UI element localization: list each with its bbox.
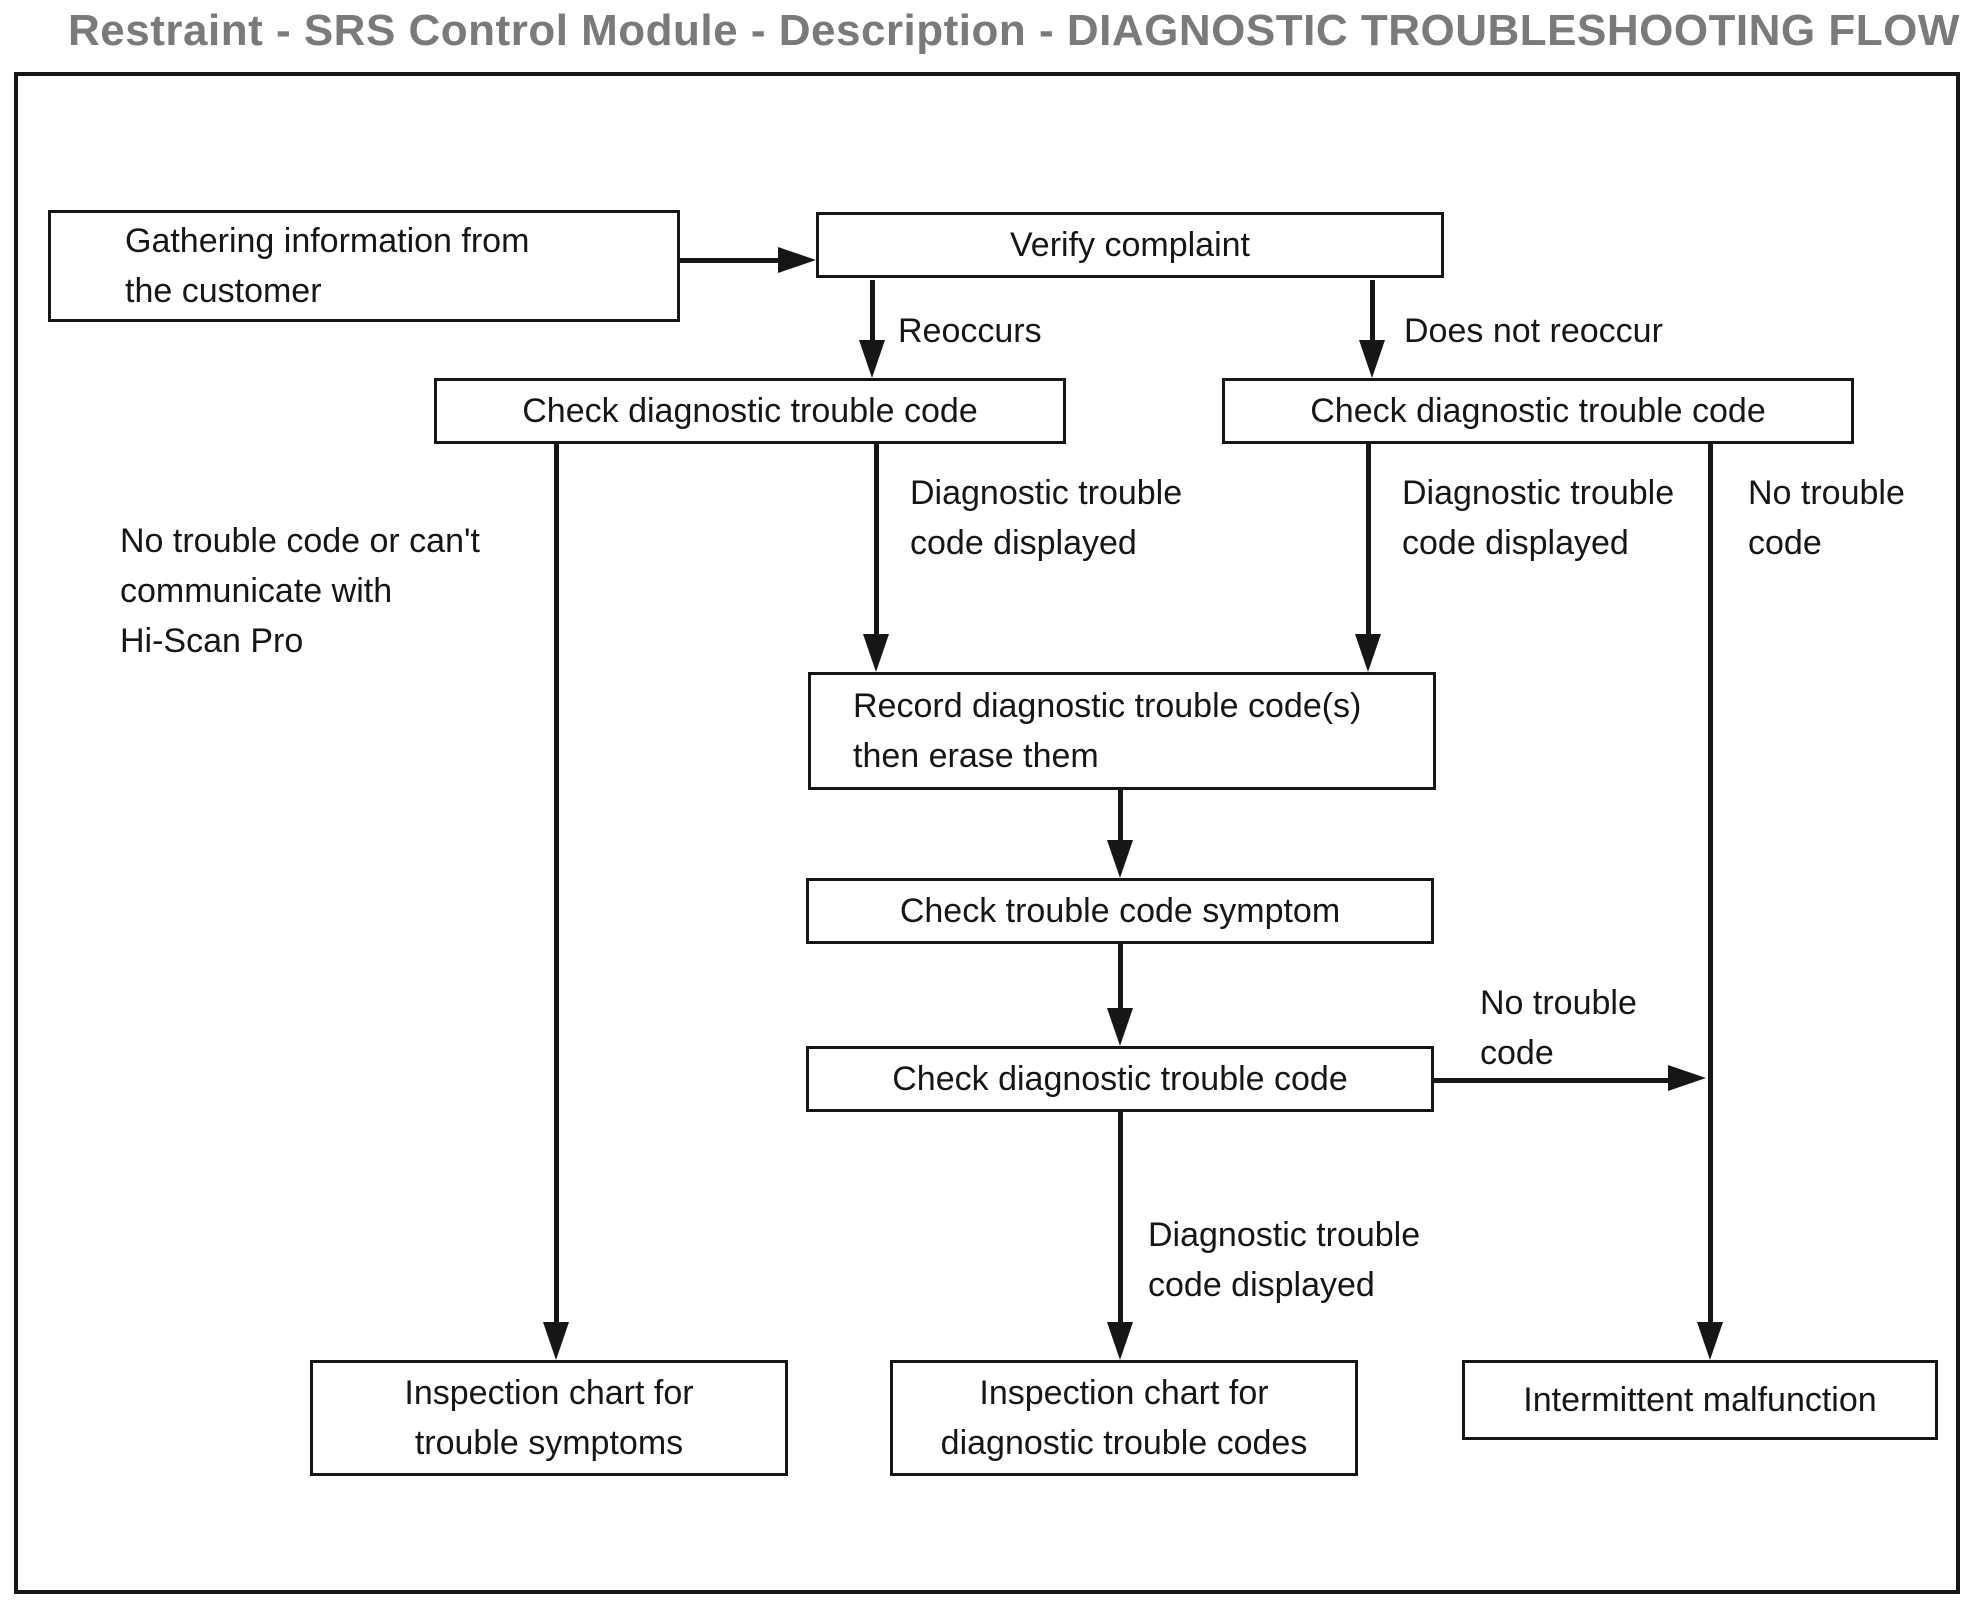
- edge-label-does-not-reoccur: Does not reoccur: [1404, 312, 1663, 350]
- edge-label-line: communicate with: [120, 572, 393, 610]
- node-text-line: Inspection chart for: [404, 1374, 694, 1412]
- node-check-trouble-code-symptom: Check trouble code symptom: [806, 878, 1434, 944]
- edge-label-line: code: [1480, 1034, 1554, 1072]
- node-inspection-chart-dtc: Inspection chart for diagnostic trouble …: [890, 1360, 1358, 1476]
- page-title: Restraint - SRS Control Module - Descrip…: [68, 6, 1960, 55]
- edge-label-dtc-displayed-right: Diagnostic trouble code displayed: [1402, 468, 1674, 568]
- node-verify-complaint: Verify complaint: [816, 212, 1444, 278]
- edge-label-line: No trouble: [1480, 984, 1637, 1022]
- node-text-line: Gathering information from: [125, 222, 530, 260]
- node-text-line: Check diagnostic trouble code: [522, 392, 978, 430]
- edge-checkbottom-to-inspection-codes-line: [1118, 1112, 1123, 1324]
- edge-checkleft-to-inspection-symptoms-arrowhead-icon: [543, 1322, 569, 1360]
- edge-record-to-symptom-arrowhead-icon: [1107, 840, 1133, 878]
- edge-verify-to-checkleft-arrowhead-icon: [859, 340, 885, 378]
- edge-checkright-to-record-line: [1366, 444, 1371, 636]
- edge-label-line: No trouble code or can't: [120, 522, 480, 560]
- edge-record-to-symptom-line: [1118, 790, 1123, 842]
- edge-label-line: Diagnostic trouble: [910, 474, 1183, 512]
- edge-label-line: code displayed: [910, 524, 1137, 562]
- edge-verify-to-checkleft-line: [870, 280, 875, 342]
- edge-label-line: code displayed: [1148, 1266, 1375, 1304]
- node-check-dtc-left: Check diagnostic trouble code: [434, 378, 1066, 444]
- edge-checkbottom-to-inspection-codes-arrowhead-icon: [1107, 1322, 1133, 1360]
- diagram-frame: [14, 72, 1960, 1594]
- edge-label-line: Hi-Scan Pro: [120, 622, 304, 660]
- edge-checkright-to-record-arrowhead-icon: [1355, 634, 1381, 672]
- edge-label-dtc-displayed-bottom: Diagnostic trouble code displayed: [1148, 1210, 1420, 1310]
- edge-label-no-trouble-left: No trouble code or can't communicate wit…: [120, 516, 480, 666]
- edge-label-line: No trouble: [1748, 474, 1905, 512]
- edge-checkbottom-no-trouble-line: [1434, 1078, 1668, 1083]
- node-text-line: Record diagnostic trouble code(s): [853, 687, 1362, 725]
- edge-gathering-to-verify-line: [680, 258, 780, 263]
- node-text-line: then erase them: [853, 737, 1099, 775]
- node-check-dtc-right: Check diagnostic trouble code: [1222, 378, 1854, 444]
- edge-verify-to-checkright-arrowhead-icon: [1359, 340, 1385, 378]
- node-text-line: Verify complaint: [1010, 226, 1250, 264]
- node-text-line: Intermittent malfunction: [1523, 1381, 1877, 1419]
- edge-label-line: Diagnostic trouble: [1148, 1216, 1421, 1254]
- edge-symptom-to-checkbottom-arrowhead-icon: [1107, 1008, 1133, 1046]
- edge-gathering-to-verify-arrowhead-icon: [778, 247, 816, 273]
- node-text-line: Check trouble code symptom: [899, 892, 1341, 930]
- node-text-line: Check diagnostic trouble code: [892, 1060, 1348, 1098]
- node-text-line: Inspection chart for: [979, 1374, 1269, 1412]
- edge-checkright-to-intermittent-arrowhead-icon: [1697, 1322, 1723, 1360]
- node-text-line: the customer: [125, 272, 322, 310]
- edge-label-reoccurs: Reoccurs: [898, 312, 1042, 350]
- edge-verify-to-checkright-line: [1370, 280, 1375, 342]
- edge-checkright-to-intermittent-line: [1708, 444, 1713, 1324]
- node-text-line: trouble symptoms: [414, 1424, 684, 1462]
- node-intermittent-malfunction: Intermittent malfunction: [1462, 1360, 1938, 1440]
- node-check-dtc-bottom: Check diagnostic trouble code: [806, 1046, 1434, 1112]
- edge-checkleft-to-record-line: [874, 444, 879, 636]
- edge-label-dtc-displayed-left: Diagnostic trouble code displayed: [910, 468, 1182, 568]
- node-record-erase-dtc: Record diagnostic trouble code(s) then e…: [808, 672, 1436, 790]
- node-text-line: Check diagnostic trouble code: [1310, 392, 1766, 430]
- node-gathering-information: Gathering information from the customer: [48, 210, 680, 322]
- edge-checkleft-to-record-arrowhead-icon: [863, 634, 889, 672]
- edge-checkleft-to-inspection-symptoms-line: [554, 444, 559, 1324]
- edge-symptom-to-checkbottom-line: [1118, 944, 1123, 1010]
- edge-label-line: code displayed: [1402, 524, 1629, 562]
- node-text-line: diagnostic trouble codes: [940, 1424, 1308, 1462]
- edge-checkbottom-no-trouble-arrowhead-icon: [1668, 1065, 1706, 1091]
- edge-label-no-trouble-right: No trouble code: [1748, 468, 1905, 568]
- edge-label-no-trouble-mid: No trouble code: [1480, 978, 1637, 1078]
- edge-label-line: code: [1748, 524, 1822, 562]
- edge-label-line: Diagnostic trouble: [1402, 474, 1675, 512]
- node-inspection-chart-trouble-symptoms: Inspection chart for trouble symptoms: [310, 1360, 788, 1476]
